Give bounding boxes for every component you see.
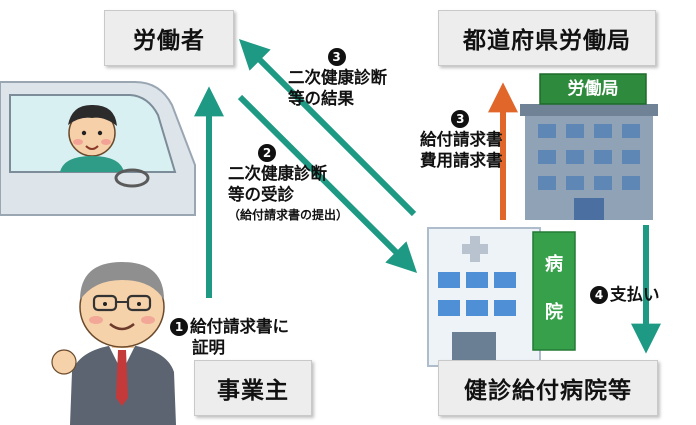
step3-result-number: 3 [327,48,346,66]
bureau-sign-text: 労働局 [567,79,619,99]
step2-label: 2 二次健康診断 等の受診 （給付請求書の提出） [228,142,348,226]
step4-number: 4 [590,286,608,304]
step3-result-line2: 等の結果 [288,89,354,108]
labor-bureau-box: 都道府県労働局 [438,10,656,66]
step4-line1: 支払い [610,285,660,304]
employer-box: 事業主 [194,360,312,416]
step3-result-line1: 二次健康診断 [288,68,387,87]
step3-claim-line1: 給付請求書 [420,130,503,149]
step3-result-label: 3 二次健康診断 等の結果 [288,46,387,109]
arrow-worker-to-hospital [237,94,418,273]
step3-claim-line2: 費用請求書 [420,151,503,170]
step3-claim-label: 3 給付請求書 費用請求書 [420,108,503,171]
hospital-building-illustration [427,227,576,367]
step1-line2: 証明 [192,338,225,357]
step2-number: 2 [258,144,276,162]
employer-illustration [51,262,176,425]
step2-line2: 等の受診 [228,185,294,204]
step2-note: （給付請求書の提出） [228,208,349,222]
worker-box: 労働者 [104,10,234,66]
step2-line1: 二次健康診断 [228,164,327,183]
arrow-hospital-to-worker [238,38,417,217]
truck-driver-illustration [0,81,196,216]
step1-line1: 給付請求書に [190,317,289,336]
step1-number: 1 [170,318,188,336]
labor-bureau-building-illustration [520,73,658,220]
hospital-sign-text-2: 院 [545,302,563,323]
step3-claim-number: 3 [451,110,470,128]
hospital-sign-text-1: 病 [545,254,563,275]
clinic-box: 健診給付病院等 [438,360,658,416]
